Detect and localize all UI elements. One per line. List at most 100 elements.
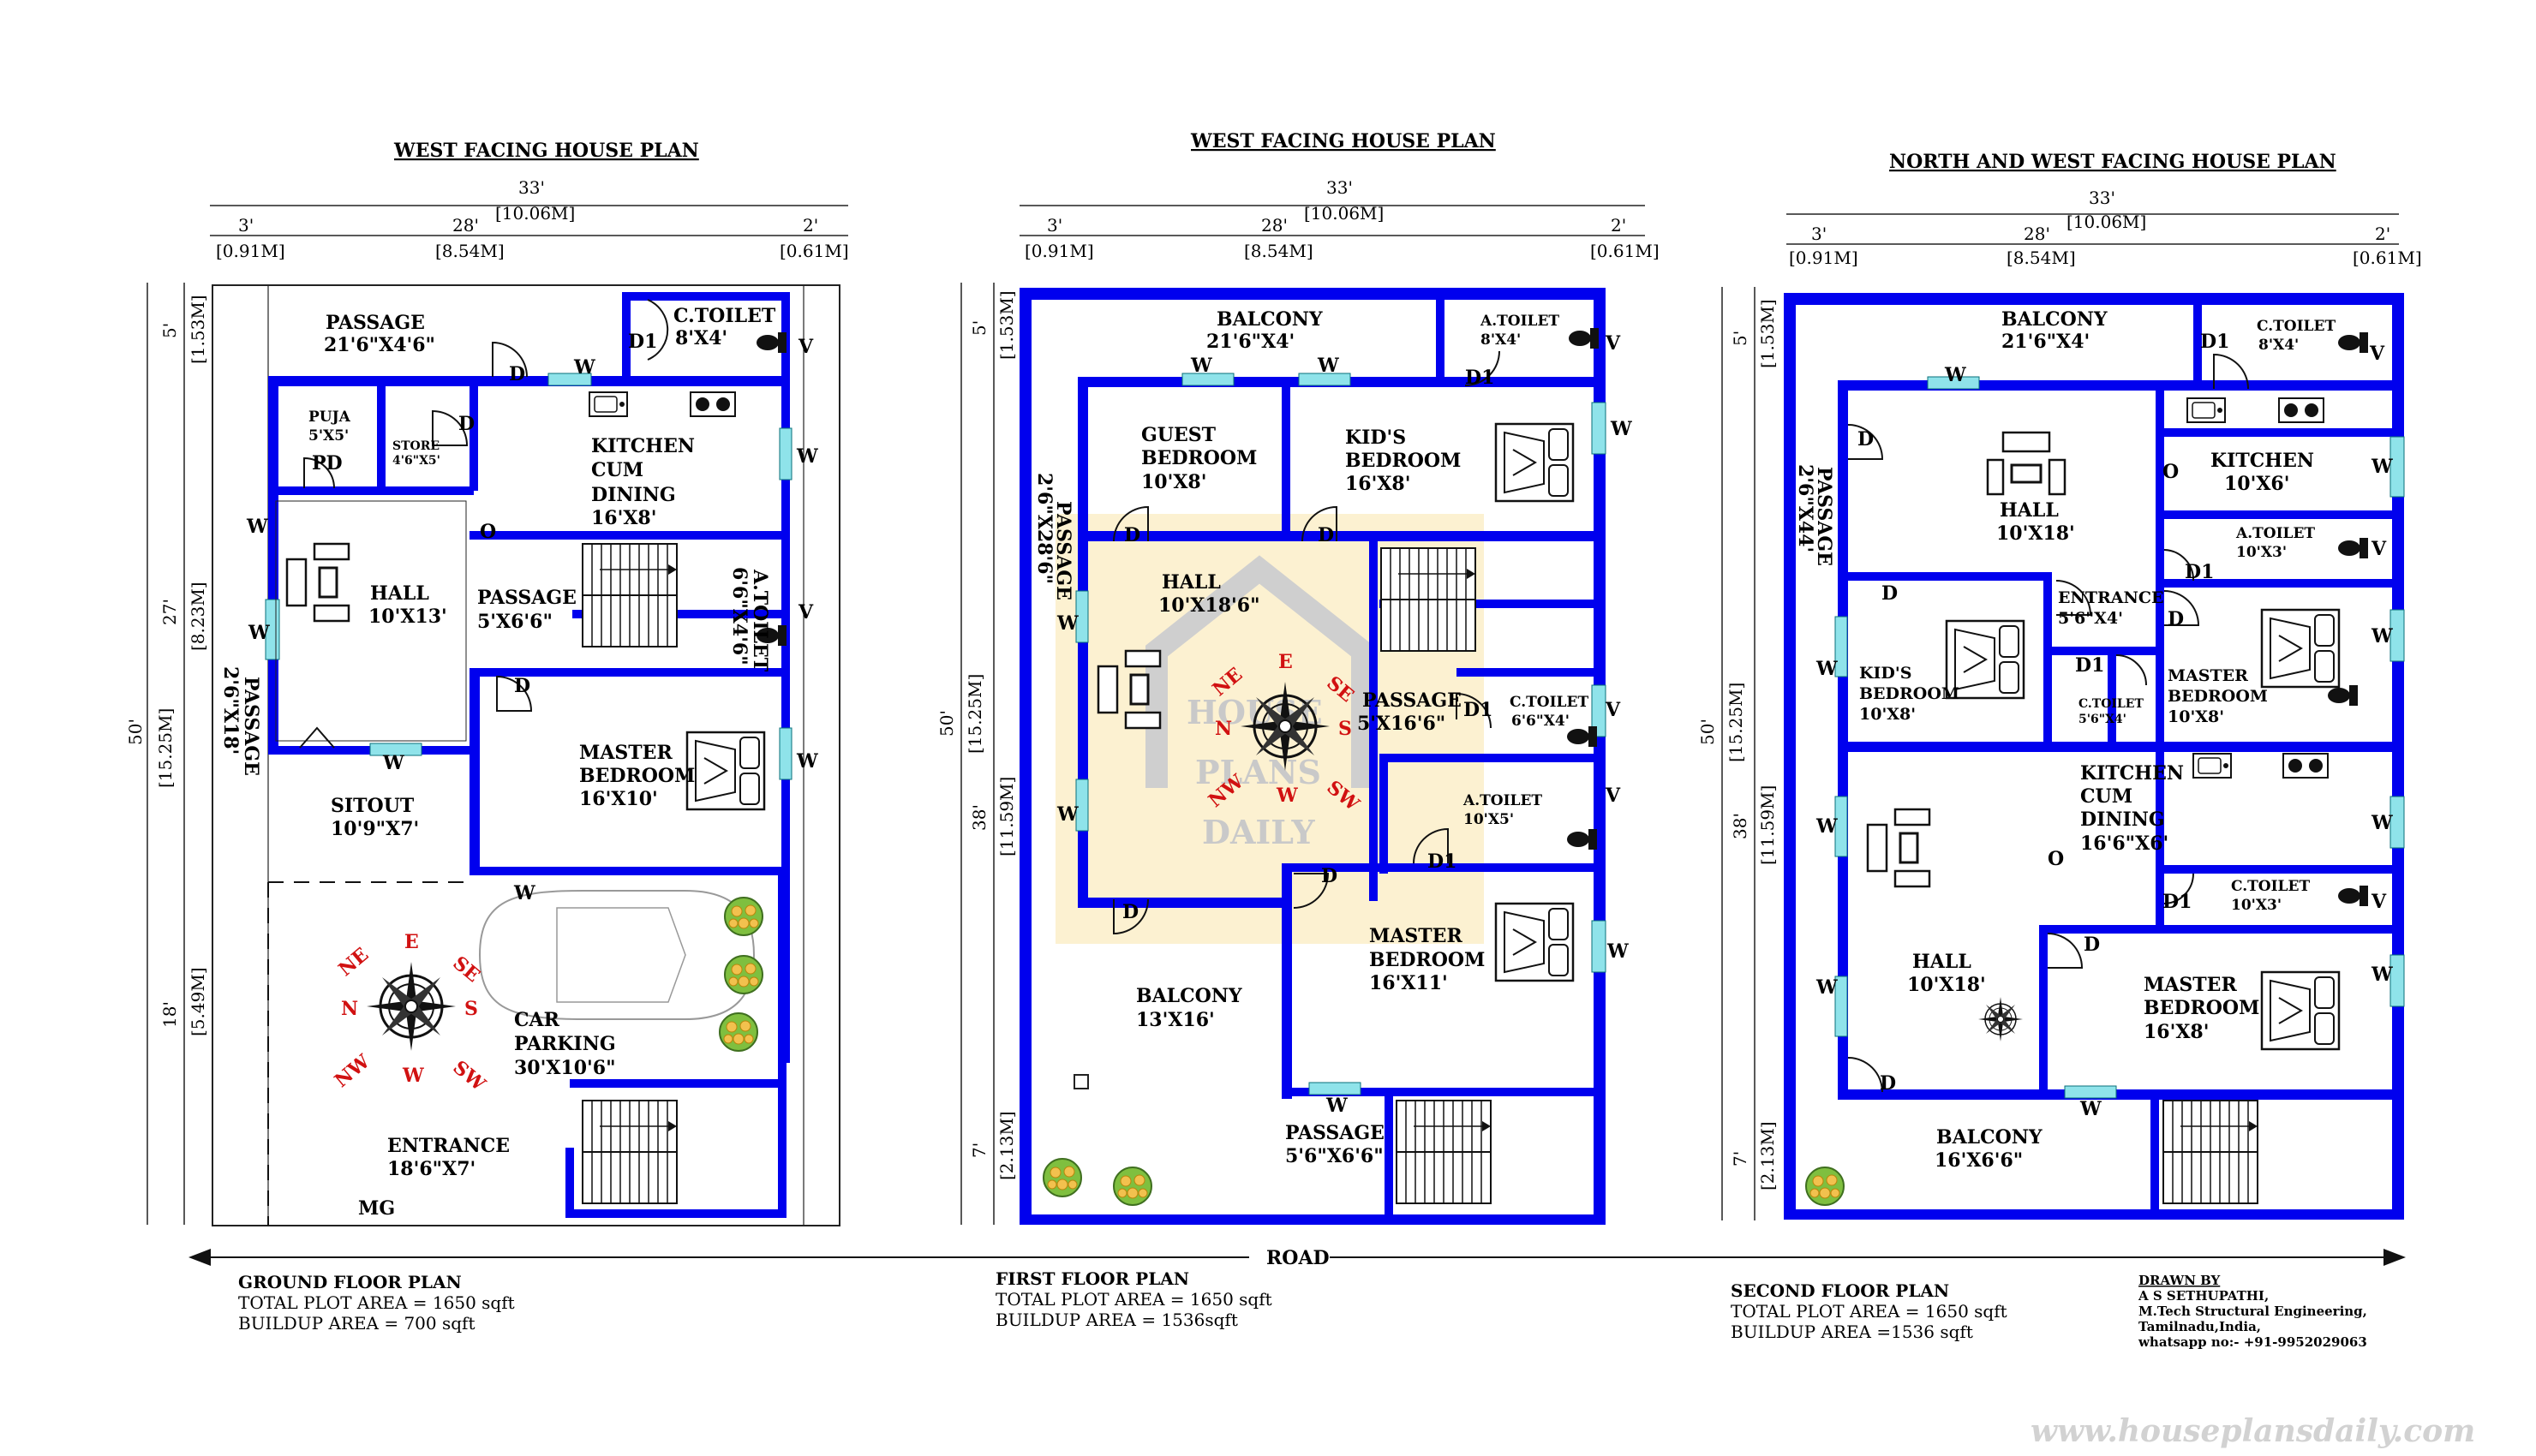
first-vent-at: V: [1605, 785, 1621, 807]
ground-compass-n: N: [341, 998, 358, 1020]
first-dim-h7m: [2.13M]: [996, 1111, 1017, 1180]
second-vent-top: V: [2369, 343, 2385, 365]
ground-mg: MG: [358, 1197, 395, 1220]
first-compass-e: E: [1278, 651, 1293, 673]
second-opening2: O: [2048, 848, 2064, 870]
second-kitchen: KITCHEN: [2210, 450, 2314, 472]
ground-win-master: W: [796, 750, 818, 773]
credits-contact: whatsapp no:- +91-9952029063: [2138, 1334, 2367, 1350]
second-d1-ct2: D1: [2075, 654, 2104, 677]
second-master-top2: BEDROOM: [2168, 687, 2268, 706]
first-dim-width: 33': [1326, 177, 1353, 198]
ground-passage-mid-dim: 5'X6'6": [477, 611, 553, 633]
second-ctoilet: C.TOILET: [2257, 318, 2336, 335]
first-hall: HALL: [1162, 571, 1221, 594]
second-top-dimensions: 33' [10.06M] 3' [0.91M] 28' [8.54M] 2' […: [1786, 188, 2422, 268]
ground-passage-top-dim: 21'6"X4'6": [324, 334, 435, 356]
ground-hall: HALL: [370, 582, 429, 605]
second-dim-w2m: [8.54M]: [2007, 248, 2076, 268]
watermark-line2: PLANS: [1195, 753, 1321, 791]
second-d1-top: D1: [2200, 331, 2229, 353]
second-kitchen2: KITCHEN: [2080, 762, 2184, 785]
first-d1-top: D1: [1465, 367, 1494, 389]
first-kids2: BEDROOM: [1345, 450, 1461, 472]
first-win-master: W: [1606, 940, 1629, 963]
ground-master-door: D: [514, 675, 530, 697]
first-compass-w: W: [1276, 785, 1298, 807]
ground-dim-w1: 3': [238, 215, 254, 236]
ground-dim-hm: [15.25M]: [155, 708, 176, 788]
second-dim-h: 50': [1697, 719, 1718, 745]
ground-dim-w3: 2': [803, 215, 818, 236]
footer-second: SECOND FLOOR PLAN TOTAL PLOT AREA = 1650…: [1731, 1280, 2007, 1342]
ground-dim-h18: 18': [159, 1001, 180, 1028]
first-win-hall: W: [1056, 612, 1079, 635]
ground-passage-top: PASSAGE: [326, 312, 425, 334]
first-balcony: BALCONY: [1136, 985, 1242, 1007]
first-dim-h: 50': [936, 710, 957, 737]
first-door-balcony: D: [1122, 901, 1139, 923]
first-dim-h38: 38': [969, 804, 990, 831]
first-win-passage: W: [1325, 1095, 1348, 1117]
credits-name: A S SETHUPATHI,: [2138, 1288, 2269, 1304]
first-atoilet-dim: 8'X4': [1480, 331, 1521, 349]
first-master: MASTER: [1369, 925, 1462, 947]
ground-door-d: D: [509, 363, 525, 385]
ground-vent2: V: [798, 601, 814, 624]
first-vent-ct: V: [1605, 699, 1621, 721]
first-passage-dim: 5'X16'6": [1357, 713, 1445, 735]
first-master-dim: 16'X11': [1369, 972, 1448, 994]
ground-car2: PARKING: [514, 1033, 616, 1055]
ground-compass-se: SE: [448, 952, 484, 987]
second-dim-w3m: [0.61M]: [2353, 248, 2422, 268]
second-master2: BEDROOM: [2144, 997, 2259, 1019]
ground-master2: BEDROOM: [579, 765, 695, 787]
second-entrance: ENTRANCE: [2058, 588, 2164, 607]
first-passage-bot: PASSAGE: [1285, 1122, 1385, 1144]
second-master-top: MASTER: [2168, 666, 2248, 685]
footer-ground-build: BUILDUP AREA = 700 sqft: [238, 1313, 476, 1334]
ground-compass-e: E: [404, 931, 419, 953]
second-win-hall2a: W: [1815, 815, 1838, 838]
ground-kitchen2: CUM: [591, 459, 643, 481]
second-dim-hm: [15.25M]: [1726, 683, 1746, 762]
second-passage-side: PASSAGE: [1813, 467, 1835, 566]
second-hall-top: HALL: [2000, 499, 2059, 522]
second-kids2: BEDROOM: [1859, 684, 1959, 703]
ground-kitchen3: DINING: [591, 484, 676, 506]
ground-compass-sw: SW: [449, 1056, 490, 1095]
second-atoilet-dim: 10'X3': [2236, 544, 2287, 561]
first-dim-w1: 3': [1047, 215, 1062, 236]
second-dim-h5m: [1.53M]: [1757, 299, 1778, 368]
ground-dim-width-m: [10.06M]: [495, 203, 575, 224]
footer-ground: GROUND FLOOR PLAN TOTAL PLOT AREA = 1650…: [238, 1272, 515, 1334]
first-hall-dim: 10'X18'6": [1158, 594, 1260, 617]
second-balcony: BALCONY: [1936, 1126, 2043, 1149]
ground-win-hall2: W: [248, 622, 270, 644]
ground-dim-w1m: [0.91M]: [216, 241, 285, 261]
site-url-watermark: www.houseplansdaily.com: [2031, 1413, 2475, 1449]
second-compass: [1977, 996, 2024, 1042]
second-win-kitchen2: W: [2371, 812, 2393, 834]
ground-win-kitchen: W: [796, 445, 818, 468]
second-door-master-top: D: [2168, 608, 2184, 630]
ground-left-dimensions: 50' [15.25M] 5' [1.53M] 27' [8.23M] 18' …: [125, 283, 208, 1225]
second-dim-width: 33': [2089, 188, 2115, 208]
second-ctoilet2: C.TOILET: [2078, 697, 2144, 711]
first-kids: KID'S: [1345, 427, 1406, 449]
first-title: WEST FACING HOUSE PLAN: [1190, 130, 1496, 152]
ground-win-top: W: [573, 356, 595, 379]
second-door-hall: D: [1857, 428, 1874, 451]
second-kids-dim: 10'X8': [1859, 705, 1916, 724]
second-win-top: W: [1944, 364, 1966, 386]
first-dim-hm: [15.25M]: [965, 674, 985, 754]
first-vent-top: V: [1605, 332, 1621, 355]
ground-dim-h5m: [1.53M]: [188, 295, 208, 364]
ground-dim-w2m: [8.54M]: [435, 241, 505, 261]
second-dim-w1: 3': [1811, 224, 1827, 244]
second-floor-plan: NORTH AND WEST FACING HOUSE PLAN 33' [10…: [1697, 151, 2422, 1220]
second-dim-h7: 7': [1730, 1151, 1750, 1167]
second-dim-h38m: [11.59M]: [1757, 785, 1778, 865]
ground-title: WEST FACING HOUSE PLAN: [393, 140, 699, 162]
footer-first-area: TOTAL PLOT AREA = 1650 sqft: [996, 1289, 1272, 1310]
